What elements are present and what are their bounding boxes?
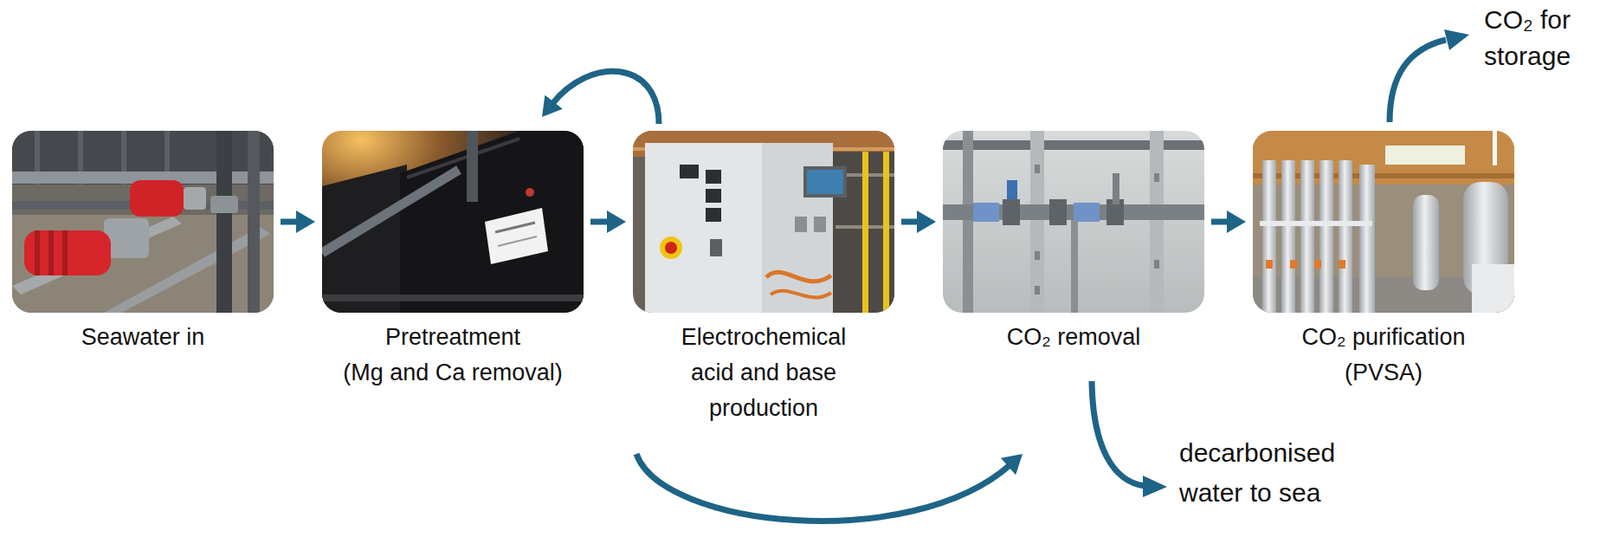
step-caption: CO₂ removal	[935, 319, 1212, 355]
step-caption: Pretreatment (Mg and Ca removal)	[315, 319, 591, 391]
step-caption: Electrochemical acid and base production	[625, 319, 902, 426]
flow-arrow	[280, 210, 316, 233]
outflow-arrow	[1389, 29, 1470, 123]
process-step: CO₂ removal	[935, 125, 1212, 452]
process-step: Seawater in	[5, 125, 281, 452]
arrow-line	[552, 70, 659, 124]
process-step: CO₂ purification (PVSA)	[1245, 125, 1522, 452]
arrow-line	[636, 453, 1011, 521]
arrow-head	[1226, 210, 1246, 233]
flow-arrow	[636, 453, 1023, 521]
arrow-line	[280, 219, 299, 226]
arrow-head	[916, 210, 936, 233]
pvsa-photo	[1252, 130, 1515, 313]
pipework-photo	[942, 130, 1205, 313]
flow-label: decarbonised water to sea	[1179, 432, 1336, 513]
arrow-head	[1000, 453, 1023, 475]
arrow-head	[606, 210, 626, 233]
process-step: Pretreatment (Mg and Ca removal)	[315, 125, 591, 452]
flow-arrow	[541, 70, 659, 124]
step-caption: CO₂ purification (PVSA)	[1245, 319, 1522, 391]
flow-arrow	[590, 210, 626, 233]
arrow-line	[1211, 219, 1230, 226]
step-caption: Seawater in	[5, 319, 281, 355]
arrow-line	[590, 219, 610, 226]
outflow-arrow	[1091, 380, 1168, 497]
tank-photo	[322, 130, 584, 313]
arrow-head	[296, 210, 316, 233]
flow-label: CO₂ for storage	[1483, 1, 1571, 75]
cabinet-photo	[632, 130, 895, 313]
process-step: Electrochemical acid and base production	[625, 125, 902, 452]
arrow-head	[541, 95, 563, 117]
pump-photo	[12, 130, 274, 313]
flow-arrow	[1211, 210, 1246, 233]
arrow-line	[901, 219, 920, 226]
flow-arrow	[901, 210, 936, 233]
